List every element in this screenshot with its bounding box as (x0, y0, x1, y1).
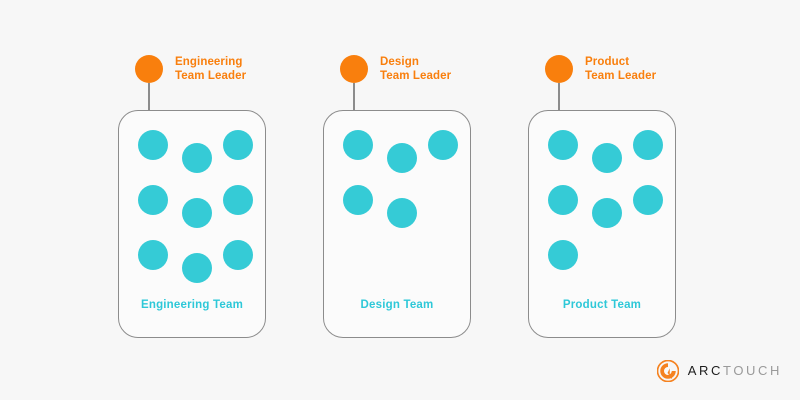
leader-dot-icon (340, 55, 368, 83)
team-member-dot[interactable] (223, 240, 253, 270)
leader-dot-icon (135, 55, 163, 83)
team-member-dot[interactable] (223, 185, 253, 215)
team-member-dot[interactable] (633, 185, 663, 215)
arctouch-wordmark: ARCTOUCH (688, 364, 782, 378)
team-member-dot[interactable] (343, 130, 373, 160)
team-leader-label: Product Team Leader (585, 56, 657, 82)
team-box-design[interactable]: Design Team (323, 110, 471, 338)
team-member-dot[interactable] (592, 198, 622, 228)
team-member-dot[interactable] (387, 143, 417, 173)
team-leader-engineering[interactable]: Engineering Team Leader (135, 55, 246, 83)
team-member-dot[interactable] (592, 143, 622, 173)
team-member-dot[interactable] (548, 185, 578, 215)
team-name-label: Design Team (360, 299, 434, 311)
team-member-dot[interactable] (548, 130, 578, 160)
leader-to-team-connector (148, 83, 150, 111)
team-member-dot[interactable] (182, 198, 212, 228)
arctouch-logo: ARCTOUCH (656, 359, 782, 383)
team-member-dot[interactable] (138, 185, 168, 215)
team-member-dot[interactable] (138, 130, 168, 160)
team-member-dot[interactable] (428, 130, 458, 160)
arctouch-spiral-icon (656, 359, 680, 383)
team-leader-product[interactable]: Product Team Leader (545, 55, 656, 83)
team-name-label: Engineering Team (140, 299, 244, 311)
team-member-dot[interactable] (387, 198, 417, 228)
team-member-dot[interactable] (343, 185, 373, 215)
team-member-dot[interactable] (182, 143, 212, 173)
team-box-product[interactable]: Product Team (528, 110, 676, 338)
brand-text-arc: ARC (687, 363, 724, 378)
team-member-dot[interactable] (182, 253, 212, 283)
team-member-dot[interactable] (138, 240, 168, 270)
team-leader-label: Engineering Team Leader (175, 56, 247, 82)
team-leader-design[interactable]: Design Team Leader (340, 55, 451, 83)
leader-dot-icon (545, 55, 573, 83)
team-name-label: Product Team (562, 299, 642, 311)
team-member-dot[interactable] (633, 130, 663, 160)
leader-to-team-connector (353, 83, 355, 111)
leader-to-team-connector (558, 83, 560, 111)
brand-text-touch: TOUCH (723, 363, 782, 378)
team-member-dot[interactable] (223, 130, 253, 160)
team-leader-label: Design Team Leader (380, 56, 452, 82)
team-box-engineering[interactable]: Engineering Team (118, 110, 266, 338)
team-member-dot[interactable] (548, 240, 578, 270)
